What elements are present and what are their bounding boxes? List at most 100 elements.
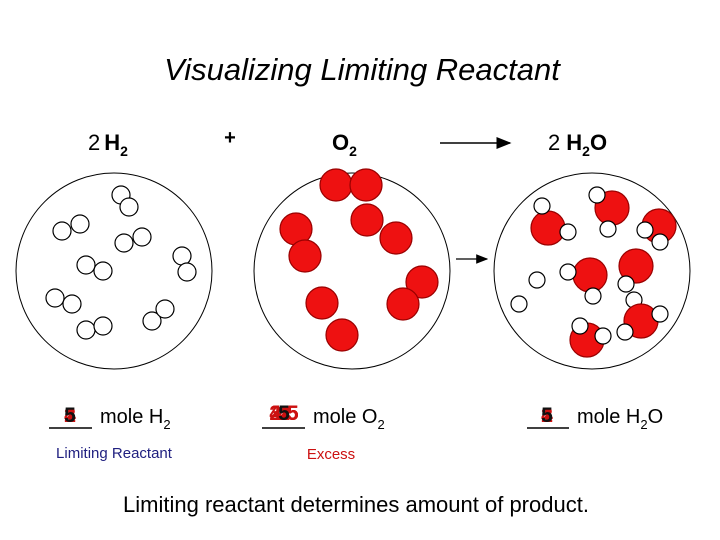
hydrogen-atom — [651, 305, 669, 323]
water-molecule — [636, 208, 677, 251]
o2-count-digit: 4 — [278, 402, 290, 425]
water-molecule — [588, 186, 630, 238]
hydrogen-atom — [76, 320, 96, 340]
h2o-count-digit: 4 — [541, 404, 553, 427]
hydrogen-atom — [70, 214, 90, 234]
equation-o2: O2 — [332, 130, 357, 159]
hydrogen-atom — [172, 246, 192, 266]
o2-mole-text: mole O — [313, 406, 377, 428]
h2-count-digit: 4 — [64, 404, 76, 427]
water-molecule — [616, 303, 669, 341]
water-molecule — [559, 257, 608, 305]
h2o-molecules — [510, 186, 677, 358]
oxygen-atom — [305, 286, 339, 320]
h2-formula: H — [104, 130, 120, 155]
oxygen-atom — [405, 265, 439, 299]
o2-count-digit: 2.5 — [269, 402, 299, 425]
h2-subscript: 2 — [120, 143, 128, 159]
h2o-count-digit: 5 — [541, 404, 553, 427]
hydrogen-atom — [528, 271, 546, 289]
oxygen-atom — [379, 221, 413, 255]
oxygen-atom — [288, 239, 322, 273]
h2o-count-digit: 2 — [541, 404, 553, 427]
h2o-count-digit: 3 — [541, 404, 553, 427]
hydrogen-atom — [62, 294, 82, 314]
hydrogen-atom — [119, 197, 139, 217]
h2o-count-digit: 1 — [541, 404, 553, 427]
h2o-mole-text: mole H — [577, 406, 640, 428]
hydrogen-atom — [584, 287, 602, 305]
o2-count-digit: 5 — [278, 402, 290, 425]
water-molecule — [530, 197, 577, 246]
hydrogen-atom — [559, 223, 577, 241]
o2-subscript: 2 — [349, 143, 357, 159]
hydrogen-atom — [114, 233, 134, 253]
h2o-subscript: 2 — [582, 143, 590, 159]
o2-mole-sub: 2 — [377, 417, 384, 432]
h2o-coefficient: 2 — [548, 130, 560, 155]
hydrogen-atom — [142, 311, 162, 331]
hydrogen-atom — [616, 323, 634, 341]
hydrogen-atom — [52, 221, 72, 241]
plus-sign: + — [224, 127, 236, 149]
h2-count-digit: 3 — [64, 404, 76, 427]
excess-label: Excess — [307, 446, 355, 463]
h2o-count-blank: 1 2 3 4 5 — [527, 404, 569, 429]
limiting-reactant-label: Limiting Reactant — [56, 445, 173, 462]
h2-count-digit: 5 — [64, 404, 76, 427]
hydrogen-atom — [571, 317, 589, 335]
hydrogen-atom — [636, 221, 654, 239]
h2o-mole-label: mole H2O — [577, 406, 663, 432]
hydrogen-atom — [76, 255, 96, 275]
oxygen-atom — [618, 248, 654, 284]
o2-count-digit: 3.5 — [269, 402, 299, 425]
hydrogen-atom — [155, 299, 175, 319]
o2-count-digit: 1 — [278, 402, 290, 425]
oxygen-atom — [386, 287, 420, 321]
o2-count-digit: 2 — [278, 402, 290, 425]
water-molecule — [569, 317, 612, 358]
h2-count-digit: 2 — [64, 404, 76, 427]
hydrogen-atom — [599, 220, 617, 238]
h2o-mole-tail: O — [648, 406, 664, 428]
o2-formula: O — [332, 130, 349, 155]
o2-molecules — [279, 168, 439, 352]
h2-mole-label: mole H2 — [100, 406, 171, 432]
h2o-mole-sub: 2 — [640, 417, 647, 432]
h2-count-blank: 1 2 3 4 5 — [49, 404, 92, 429]
o2-count-blank: 1 2 2.5 3 3.5 4 4.5 5 — [262, 402, 305, 429]
hydrogen-atom — [533, 197, 551, 215]
hydrogen-atom — [45, 288, 65, 308]
h2o-formula-o: O — [590, 130, 607, 155]
o2-count-digit: 3 — [278, 402, 290, 425]
hydrogen-atom — [93, 261, 113, 281]
oxygen-atom — [572, 257, 608, 293]
oxygen-atom — [319, 168, 353, 202]
o2-mole-label: mole O2 — [313, 406, 385, 432]
hydrogen-atom — [588, 186, 606, 204]
hydrogen-atom — [651, 233, 669, 251]
h2-molecules — [45, 185, 197, 340]
oxygen-atom — [350, 203, 384, 237]
conclusion-text: Limiting reactant determines amount of p… — [123, 492, 589, 517]
hydrogen-atom — [617, 275, 635, 293]
h2-coefficient: 2 — [88, 130, 100, 155]
h2o-formula-h: H — [566, 130, 582, 155]
oxygen-atom — [530, 210, 566, 246]
oxygen-atom — [349, 168, 383, 202]
oxygen-atom — [325, 318, 359, 352]
hydrogen-atom — [510, 295, 528, 313]
page-title: Visualizing Limiting Reactant — [164, 52, 561, 87]
hydrogen-atom — [177, 262, 197, 282]
hydrogen-atom — [594, 327, 612, 345]
hydrogen-atom — [559, 263, 577, 281]
o2-count-digit: 4.5 — [269, 402, 299, 425]
hydrogen-atom — [132, 227, 152, 247]
h2-count-digit: 1 — [64, 404, 76, 427]
h2-mole-sub: 2 — [163, 417, 170, 432]
hydrogen-atom — [93, 316, 113, 336]
